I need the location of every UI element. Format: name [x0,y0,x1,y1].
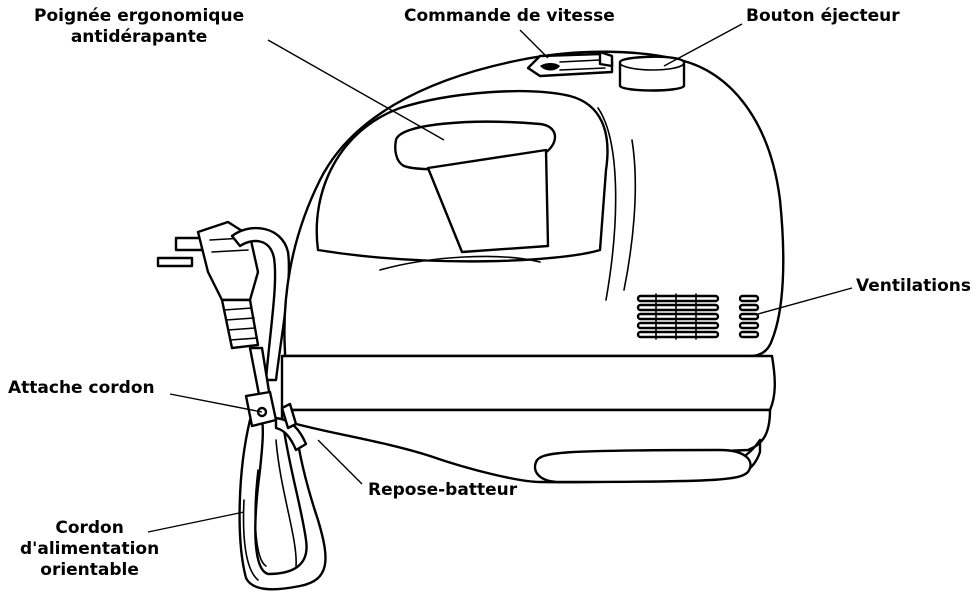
label-cord-clip: Attache cordon [8,378,155,398]
leader-attache [169,393,263,413]
handle-cavity [426,148,550,254]
label-power-cord: Cordon d'alimentation orientable [20,518,159,581]
label-line: Poignée ergonomique [34,6,245,26]
leader-repose [317,439,363,485]
cord-clip [244,390,308,452]
label-speed-control: Commande de vitesse [404,6,615,26]
label-line: orientable [40,560,139,580]
plug-prong [174,236,204,252]
ventilations-left [636,293,720,340]
power-cord [156,220,327,591]
label-line: antidérapante [70,27,208,47]
leader-cordon [147,511,245,533]
leader-poignee [267,39,445,141]
label-eject-button: Bouton éjecteur [746,6,900,26]
ventilations-right [738,294,760,339]
mixer-body [280,50,785,484]
cord-bundle-lower [238,418,327,591]
mixer-base-band [280,354,776,412]
cord-loop-upper [230,226,291,382]
label-heel-rest: Repose-batteur [368,480,518,500]
plug-strain-relief [220,298,260,350]
leader-ventilations [757,287,853,315]
label-ergonomic-handle: Poignée ergonomique antidérapante [34,6,244,48]
eject-button [618,55,686,92]
label-line: d'alimentation [20,539,160,559]
plug-prong [156,256,194,268]
leader-commande [519,29,549,59]
label-ventilations: Ventilations [856,276,971,296]
label-line: Cordon [55,518,124,538]
leader-ejecteur [663,23,743,67]
